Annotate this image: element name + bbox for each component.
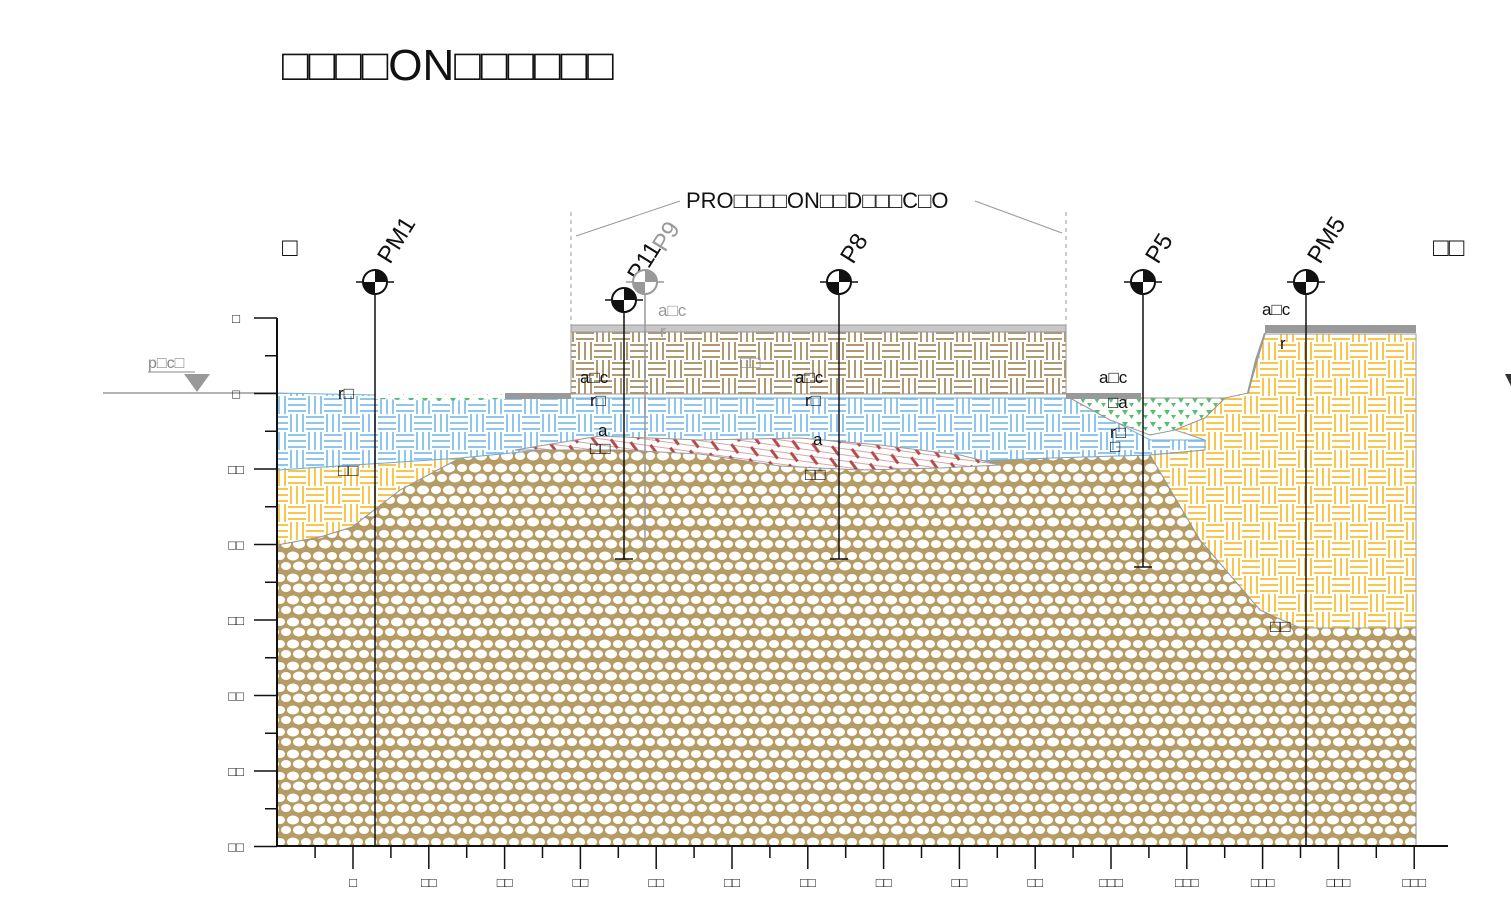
borehole-layer-label: □ bbox=[1110, 437, 1120, 456]
x-tick-label: □□ bbox=[573, 875, 589, 890]
x-tick-label: □□□ bbox=[1251, 875, 1275, 890]
x-tick-label: □□ bbox=[800, 875, 816, 890]
axes: □□□□□□□□□□□□□□ □□□□□□□□□□□□□□□□□□□□□□□□□… bbox=[228, 311, 1448, 890]
borehole-layer-label: □□ bbox=[338, 461, 359, 480]
pavement-right bbox=[1265, 325, 1416, 333]
borehole-layer-label: r□ bbox=[805, 391, 821, 410]
side-right-label: □□ bbox=[1433, 232, 1465, 262]
pavement-left bbox=[505, 393, 571, 399]
water-table: p□c□ bbox=[103, 355, 1511, 394]
borehole-layer-label: r□ bbox=[1110, 423, 1126, 442]
pavement-mid bbox=[1066, 393, 1141, 399]
sand-layer-right bbox=[1149, 333, 1417, 629]
borehole-layer-label: a□c bbox=[658, 301, 687, 320]
borehole-layer-label: a□c bbox=[795, 368, 824, 387]
borehole-symbol-icon bbox=[626, 269, 664, 295]
borehole-symbol-icon bbox=[356, 269, 394, 295]
borehole-layer-label: r□ bbox=[590, 391, 606, 410]
borehole-layer-label: r□ bbox=[338, 384, 354, 403]
y-tick-label: □□ bbox=[228, 613, 244, 628]
project-bracket: PRO□□□□ON□□D□□□C□O bbox=[570, 188, 1067, 326]
x-tick-label: □□ bbox=[1027, 875, 1043, 890]
x-tick-label: □□ bbox=[648, 875, 664, 890]
borehole-layer-label: a bbox=[813, 430, 823, 449]
water-table-icon bbox=[184, 374, 210, 392]
borehole-layer-label: a□c bbox=[1262, 300, 1291, 319]
borehole-name: PM5 bbox=[1302, 212, 1351, 268]
x-tick-label: □□ bbox=[876, 875, 892, 890]
y-tick-label: □ bbox=[232, 387, 240, 402]
borehole-layer-label: a□c bbox=[1099, 368, 1128, 387]
strata bbox=[276, 324, 1417, 847]
x-tick-label: □□□ bbox=[1402, 875, 1426, 890]
borehole-symbol-icon bbox=[1124, 269, 1162, 295]
project-label: PRO□□□□ON□□D□□□C□O bbox=[686, 188, 948, 213]
borehole-layer-label: r bbox=[660, 322, 666, 341]
borehole-symbol-icon bbox=[605, 287, 643, 313]
borehole-name: P8 bbox=[835, 229, 873, 268]
x-tick-label: □□□ bbox=[1327, 875, 1351, 890]
borehole-symbol-icon bbox=[1287, 269, 1325, 295]
pavement-top bbox=[570, 324, 1067, 333]
y-tick-label: □□ bbox=[228, 462, 244, 477]
water-table-label: p□c□ bbox=[148, 355, 185, 372]
organic-lens bbox=[514, 435, 1001, 471]
x-tick-label: □□ bbox=[724, 875, 740, 890]
borehole-layer-label: a□c bbox=[580, 368, 609, 387]
y-tick-label: □ bbox=[232, 311, 240, 326]
y-tick-label: □□ bbox=[228, 840, 244, 855]
x-tick-label: □□ bbox=[421, 875, 437, 890]
x-tick-label: □□ bbox=[497, 875, 513, 890]
borehole-name: PM1 bbox=[372, 212, 421, 268]
borehole-layer-label: a bbox=[598, 421, 608, 440]
borehole-layer-label: □□ bbox=[805, 465, 826, 484]
y-tick-label: □□ bbox=[228, 689, 244, 704]
y-tick-label: □□ bbox=[228, 538, 244, 553]
borehole-layer-label: □□ bbox=[590, 439, 611, 458]
diagram-title: □□□□ON□□□□□□ bbox=[282, 41, 614, 90]
borehole-layer-label: r bbox=[1280, 334, 1286, 353]
water-table-icon-right bbox=[1505, 374, 1511, 386]
x-tick-label: □□ bbox=[952, 875, 968, 890]
y-tick-label: □□ bbox=[228, 764, 244, 779]
x-tick-label: □ bbox=[349, 875, 357, 890]
borehole-layer-label: □□ bbox=[1270, 617, 1291, 636]
borehole-layer-label: □a bbox=[1108, 393, 1128, 412]
fill-label: □□ bbox=[740, 353, 761, 372]
side-left-label: □ bbox=[282, 232, 298, 262]
borehole-symbol-icon bbox=[820, 269, 858, 295]
green-layer-left bbox=[375, 394, 505, 401]
x-tick-label: □□□ bbox=[1099, 875, 1123, 890]
borehole-name: P5 bbox=[1140, 229, 1178, 268]
x-tick-label: □□□ bbox=[1175, 875, 1199, 890]
